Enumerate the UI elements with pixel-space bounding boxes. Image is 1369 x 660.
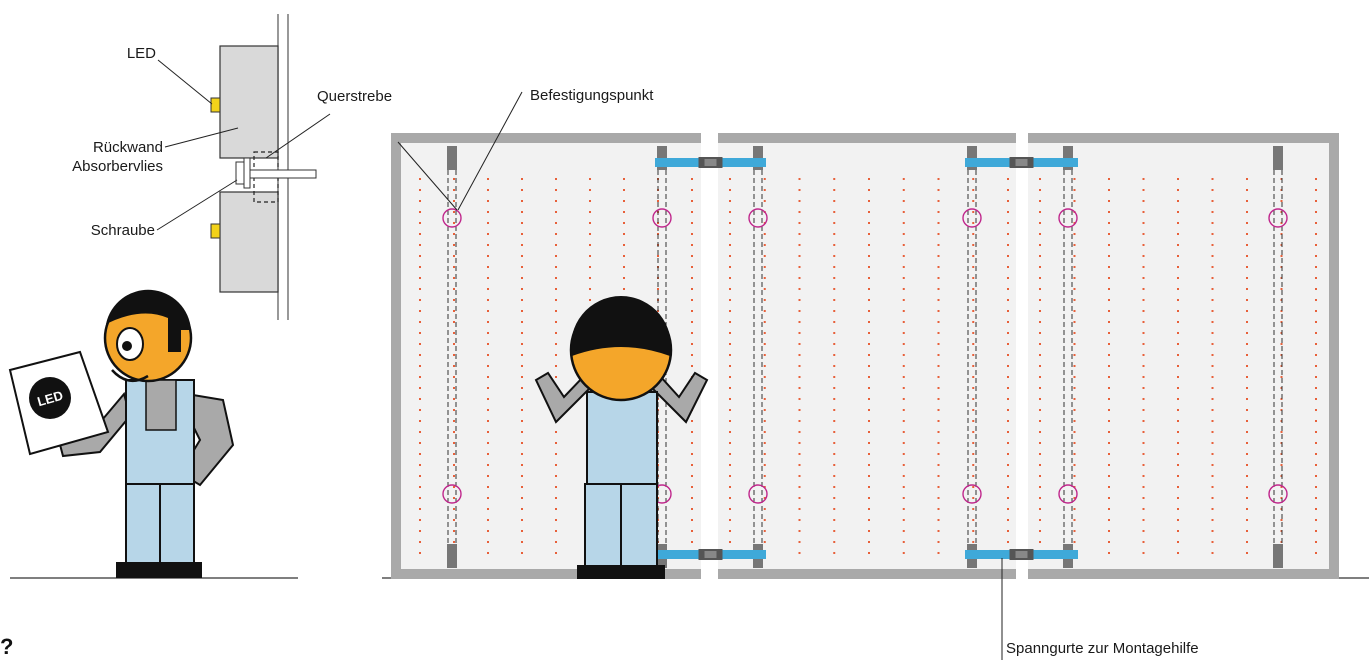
strap-band [722,158,766,167]
ratchet-straps [655,157,1078,560]
mounting-point-circle [442,484,462,504]
strut-cap-top [1273,146,1283,170]
strap-band [655,550,699,559]
strap-band [1033,158,1078,167]
strap-ratchet-inner [1015,551,1028,558]
mounting-point-circle [962,208,982,228]
panel-bottom-edges [396,569,1334,579]
strap-ratchet-inner [704,159,717,166]
strap-ratchet-inner [704,551,717,558]
mounting-point-circle [442,208,462,228]
label-led: LED [127,45,156,62]
mounting-point-circle [1268,208,1288,228]
strap-band [722,550,766,559]
label-cross-strut: Querstrebe [317,88,392,105]
cross-section-detail: LED Rückwand Absorbervlies Schraube Quer… [72,14,392,320]
corner-question-mark: ? [0,634,13,659]
label-absorber-fleece: Absorbervlies [72,158,163,175]
led-wall: Befestigungspunkt Spanngurte zur Montage… [382,87,1369,660]
label-mounting-point: Befestigungspunkt [530,87,654,104]
strap-band [965,550,1010,559]
strut-cap-bottom [1273,544,1283,568]
screw-washer [243,157,251,189]
screw-shaft [249,169,317,179]
mounting-point-circle [748,208,768,228]
label-back-wall: Rückwand [93,139,163,156]
mounting-point-circle [962,484,982,504]
label-straps: Spanngurte zur Montagehilfe [1006,640,1199,657]
strap-band [965,158,1010,167]
led-chip [210,97,221,113]
strap-ratchet-inner [1015,159,1028,166]
strut-cap-top [447,146,457,170]
back-wall-block-bottom [219,191,279,293]
label-screw: Schraube [91,222,155,239]
mounting-point-circle [1058,484,1078,504]
led-card-text: LED [36,388,65,410]
worker-with-led-card: LED [8,289,298,579]
wall-frame [391,133,1339,579]
strut-cap-bottom [447,544,457,568]
screw-head [235,161,245,185]
panel-top-edges [396,133,1334,143]
mounting-point-circle [652,208,672,228]
mounting-point-circle [1268,484,1288,504]
strap-band [655,158,699,167]
worker-facing-wall [534,296,709,579]
strap-band [1033,550,1078,559]
mounting-point-circle [748,484,768,504]
led-card-logo [29,377,71,419]
wall-panel-gaps [701,128,1028,580]
led-chip-lower [210,223,221,239]
mounting-points [442,208,1288,504]
back-wall-block-top [219,45,279,159]
mounting-point-circle [1058,208,1078,228]
